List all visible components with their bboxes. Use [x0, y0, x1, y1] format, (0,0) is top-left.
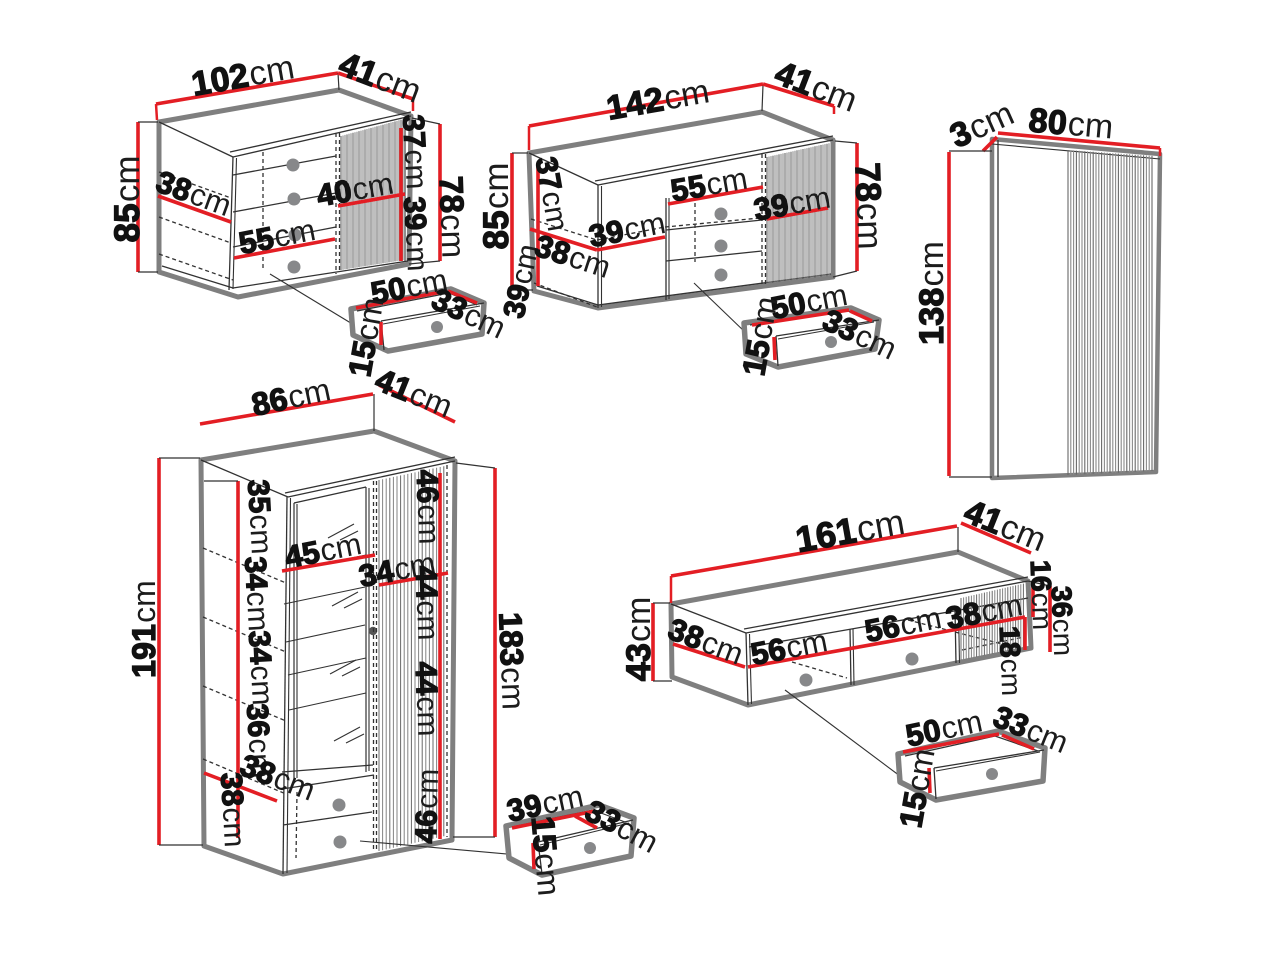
svg-text:183cm: 183cm: [492, 612, 531, 711]
svg-text:55cm: 55cm: [236, 211, 318, 260]
svg-text:161cm: 161cm: [792, 500, 907, 559]
svg-text:85cm: 85cm: [108, 156, 147, 243]
svg-text:37cm: 37cm: [397, 114, 434, 190]
svg-text:37cm: 37cm: [529, 154, 574, 233]
svg-text:39cm: 39cm: [586, 204, 668, 253]
svg-text:44cm: 44cm: [409, 565, 445, 641]
svg-text:39cm: 39cm: [497, 241, 545, 321]
svg-text:15cm: 15cm: [892, 746, 941, 831]
svg-text:39cm: 39cm: [398, 196, 435, 272]
svg-text:142cm: 142cm: [604, 72, 713, 127]
svg-text:46cm: 46cm: [410, 469, 446, 545]
svg-text:191cm: 191cm: [126, 580, 162, 678]
svg-text:33cm: 33cm: [818, 302, 903, 366]
svg-text:38cm: 38cm: [943, 586, 1025, 635]
svg-text:50cm: 50cm: [768, 276, 850, 325]
svg-text:34cm: 34cm: [239, 556, 276, 632]
svg-text:55cm: 55cm: [668, 160, 750, 208]
svg-text:40cm: 40cm: [314, 165, 396, 213]
svg-text:39cm: 39cm: [504, 778, 587, 828]
svg-text:44cm: 44cm: [409, 661, 445, 737]
svg-text:34cm: 34cm: [243, 630, 280, 706]
svg-text:56cm: 56cm: [862, 599, 944, 648]
svg-text:15cm: 15cm: [735, 294, 784, 379]
svg-text:36cm: 36cm: [241, 703, 278, 779]
svg-text:50cm: 50cm: [368, 261, 450, 310]
svg-text:56cm: 56cm: [748, 622, 830, 671]
svg-text:34cm: 34cm: [356, 544, 438, 593]
svg-text:45cm: 45cm: [282, 525, 364, 574]
svg-text:16cm: 16cm: [1025, 560, 1058, 631]
svg-text:15cm: 15cm: [525, 815, 568, 897]
svg-text:85cm: 85cm: [477, 163, 516, 250]
svg-text:39cm: 39cm: [751, 179, 833, 227]
svg-text:102cm: 102cm: [189, 48, 298, 103]
svg-text:50cm: 50cm: [903, 703, 986, 753]
svg-text:138cm: 138cm: [913, 241, 951, 345]
svg-text:80cm: 80cm: [1027, 101, 1115, 146]
svg-text:38cm: 38cm: [215, 772, 252, 848]
svg-text:15cm: 15cm: [341, 295, 390, 380]
svg-text:86cm: 86cm: [248, 371, 333, 423]
svg-text:78cm: 78cm: [848, 162, 890, 250]
svg-text:18cm: 18cm: [994, 626, 1027, 697]
svg-text:46cm: 46cm: [409, 768, 445, 844]
svg-text:35cm: 35cm: [242, 479, 279, 555]
svg-text:36cm: 36cm: [1046, 586, 1079, 657]
svg-text:78cm: 78cm: [433, 175, 473, 258]
svg-text:43cm: 43cm: [620, 597, 658, 682]
